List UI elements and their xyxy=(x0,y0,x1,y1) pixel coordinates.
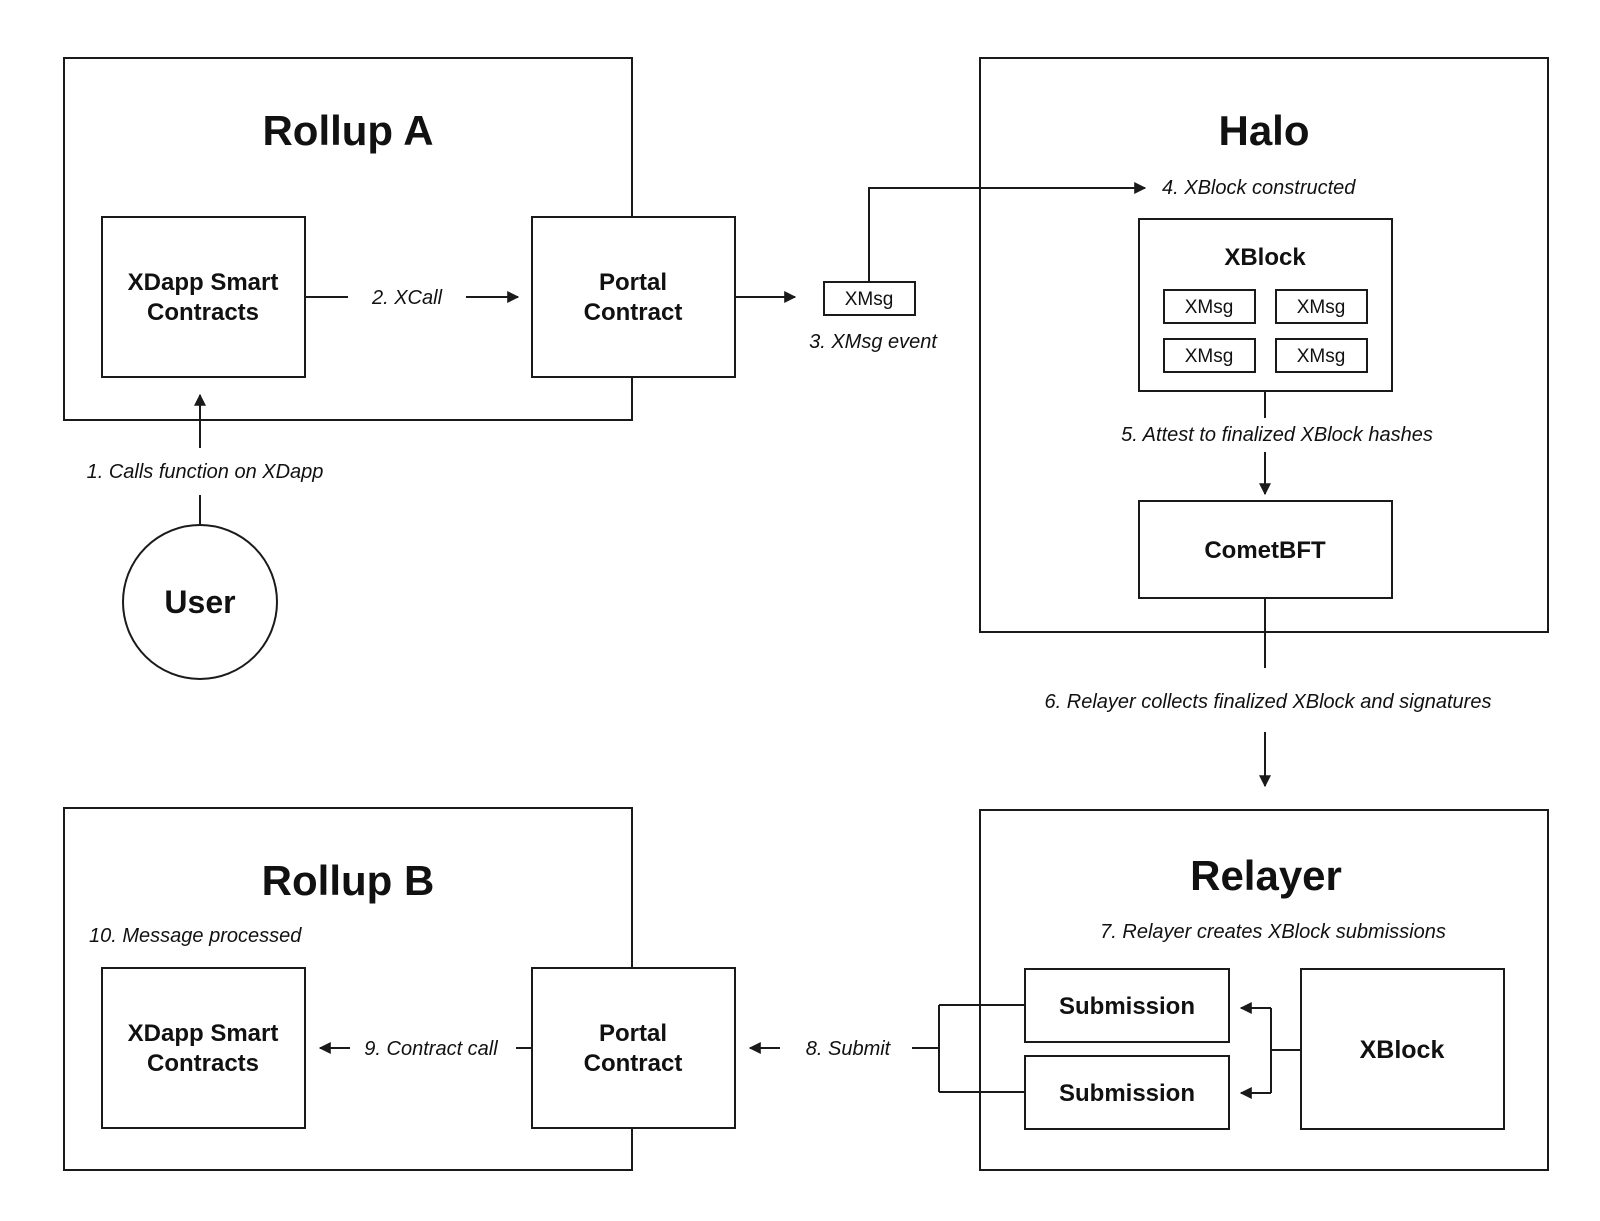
xdapp-b-box xyxy=(101,967,306,1129)
submission-box-1 xyxy=(1024,968,1230,1043)
xblock-xmsg-2-label: XMsg xyxy=(1297,297,1346,318)
xdapp-a-box xyxy=(101,216,306,378)
xdapp-a-label-line1: XDapp Smart xyxy=(128,269,279,296)
relayer-xblock-label: XBlock xyxy=(1360,1036,1445,1064)
portal-b-label-line2: Contract xyxy=(584,1050,683,1077)
xmsg-to-halo-arrow xyxy=(868,182,1147,282)
portal-b-box xyxy=(531,967,736,1129)
xblock-xmsg-4 xyxy=(1275,338,1368,373)
xblock-xmsg-2 xyxy=(1275,289,1368,324)
halo-title: Halo xyxy=(1218,107,1309,154)
rollup-b-title: Rollup B xyxy=(262,857,435,904)
xblock-xmsg-3 xyxy=(1163,338,1256,373)
step-9-label: 9. Contract call xyxy=(364,1038,498,1060)
step-2-label: 2. XCall xyxy=(371,287,443,309)
xblock-xmsg-3-label: XMsg xyxy=(1185,346,1234,367)
xblock-xmsg-4-label: XMsg xyxy=(1297,346,1346,367)
relayer-title: Relayer xyxy=(1190,852,1342,899)
cometbft-label: CometBFT xyxy=(1204,537,1326,564)
step-6-label: 6. Relayer collects finalized XBlock and… xyxy=(1045,691,1492,713)
step-10-label: 10. Message processed xyxy=(89,925,302,947)
halo-xblock-label: XBlock xyxy=(1224,244,1306,271)
submission-2-label: Submission xyxy=(1059,1080,1195,1107)
portal-a-label-line1: Portal xyxy=(599,269,667,296)
submission-1-label: Submission xyxy=(1059,993,1195,1020)
step-3-label: 3. XMsg event xyxy=(809,331,938,353)
user-label: User xyxy=(164,584,235,620)
step-5-label: 5. Attest to finalized XBlock hashes xyxy=(1121,424,1433,446)
xdapp-b-label-line1: XDapp Smart xyxy=(128,1020,279,1047)
xdapp-b-label-line2: Contracts xyxy=(147,1050,259,1077)
xblock-xmsg-1 xyxy=(1163,289,1256,324)
step-7-label: 7. Relayer creates XBlock submissions xyxy=(1100,921,1446,943)
portal-b-label-line1: Portal xyxy=(599,1020,667,1047)
cometbft-box xyxy=(1138,500,1393,599)
portal-a-label-line2: Contract xyxy=(584,299,683,326)
step-8-label: 8. Submit xyxy=(806,1038,892,1060)
xmsg-event-label: XMsg xyxy=(845,289,894,310)
xdapp-a-label-line2: Contracts xyxy=(147,299,259,326)
portal-a-box xyxy=(531,216,736,378)
xblock-xmsg-1-label: XMsg xyxy=(1185,297,1234,318)
step-4-label: 4. XBlock constructed xyxy=(1162,177,1356,199)
rollup-a-title: Rollup A xyxy=(262,107,433,154)
step-1-label: 1. Calls function on XDapp xyxy=(87,461,324,483)
relayer-xblock-box xyxy=(1300,968,1505,1130)
